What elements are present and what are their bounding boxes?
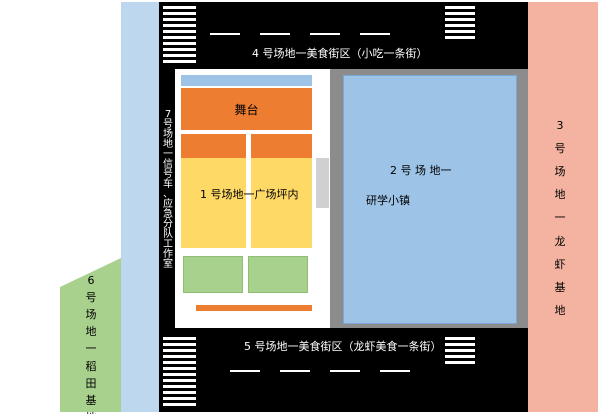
zone7-char: 队: [163, 229, 173, 240]
zone6-char: 6: [87, 274, 95, 288]
zone6-char: 地: [86, 409, 97, 414]
zone3-char: 3: [556, 119, 564, 133]
zone7-char: 作: [163, 249, 173, 260]
zone3-char: 号: [554, 142, 566, 156]
zone7-char: 应: [163, 199, 173, 210]
zone6-char: 基: [85, 393, 97, 407]
orange-bar-bottom: [196, 305, 312, 311]
zone7-char: 分: [163, 219, 173, 230]
plaza-right: [251, 158, 312, 248]
plaza-right-top: [251, 134, 312, 158]
top-blue-strip: [181, 75, 312, 86]
zone3-char: 龙: [554, 234, 566, 248]
plaza-left-top: [181, 134, 246, 158]
zone3-char: 一: [554, 211, 566, 225]
zone3-char: 地: [554, 303, 566, 317]
zone7-char: 车: [163, 179, 173, 190]
zone7-char: 工: [163, 239, 173, 250]
left-blue-strip: [121, 2, 159, 412]
stage-label: 舞台: [234, 102, 259, 117]
gray-side-block: [316, 158, 329, 208]
zone7-char: 信: [163, 159, 173, 170]
zone7-char: 号: [163, 119, 173, 130]
zone6-char: 一: [85, 342, 97, 356]
stage: 舞台: [181, 88, 312, 130]
zone7-char: 急: [163, 209, 173, 220]
zone6-char: 号: [85, 291, 97, 305]
zone6-char: 稻: [85, 359, 97, 373]
zone6-char: 地: [85, 325, 97, 339]
zone7-char: 地: [163, 139, 173, 150]
zone7-char: 7: [164, 109, 172, 120]
zone3-char: 场: [554, 165, 566, 179]
zone3-char: 地: [554, 188, 566, 202]
zone7-char: 室: [163, 259, 173, 270]
green-block-right: [248, 256, 308, 293]
zone3-char: 虾: [554, 257, 566, 271]
zone7-char: 、: [163, 189, 173, 200]
zone7-char: 场: [163, 129, 173, 140]
zone3-label: 3 号 场 地 一 龙 虾 基 地: [545, 88, 575, 348]
zone3-crayfish-base: [528, 2, 598, 412]
zone4-label: 4 号场地一美食街区（小吃一条街）: [252, 47, 428, 60]
zone5-label: 5 号场地一美食街区（龙虾美食一条街）: [244, 340, 442, 353]
green-block-left: [183, 256, 243, 293]
zone7-char: 一: [163, 149, 173, 160]
zone7-char: 号: [163, 169, 173, 180]
zone1-label: 1 号场地一广场坪内: [200, 188, 299, 201]
zone7-label: 7 号 场 地 一 信 号 车 、 应 急 分 队 工 作 室: [158, 100, 178, 280]
zone6-label: 6 号 场 地 一 稻 田 基 地: [76, 274, 106, 414]
zone2-study-town: [343, 75, 517, 324]
zone2-label-line1: 2 号 场 地一: [390, 164, 452, 177]
zone6-char: 场: [85, 308, 97, 322]
zone2-label-line2: 研学小镇: [366, 194, 410, 207]
zone6-char: 田: [85, 376, 97, 390]
zone3-char: 基: [554, 280, 566, 294]
plaza-left: [181, 158, 246, 248]
